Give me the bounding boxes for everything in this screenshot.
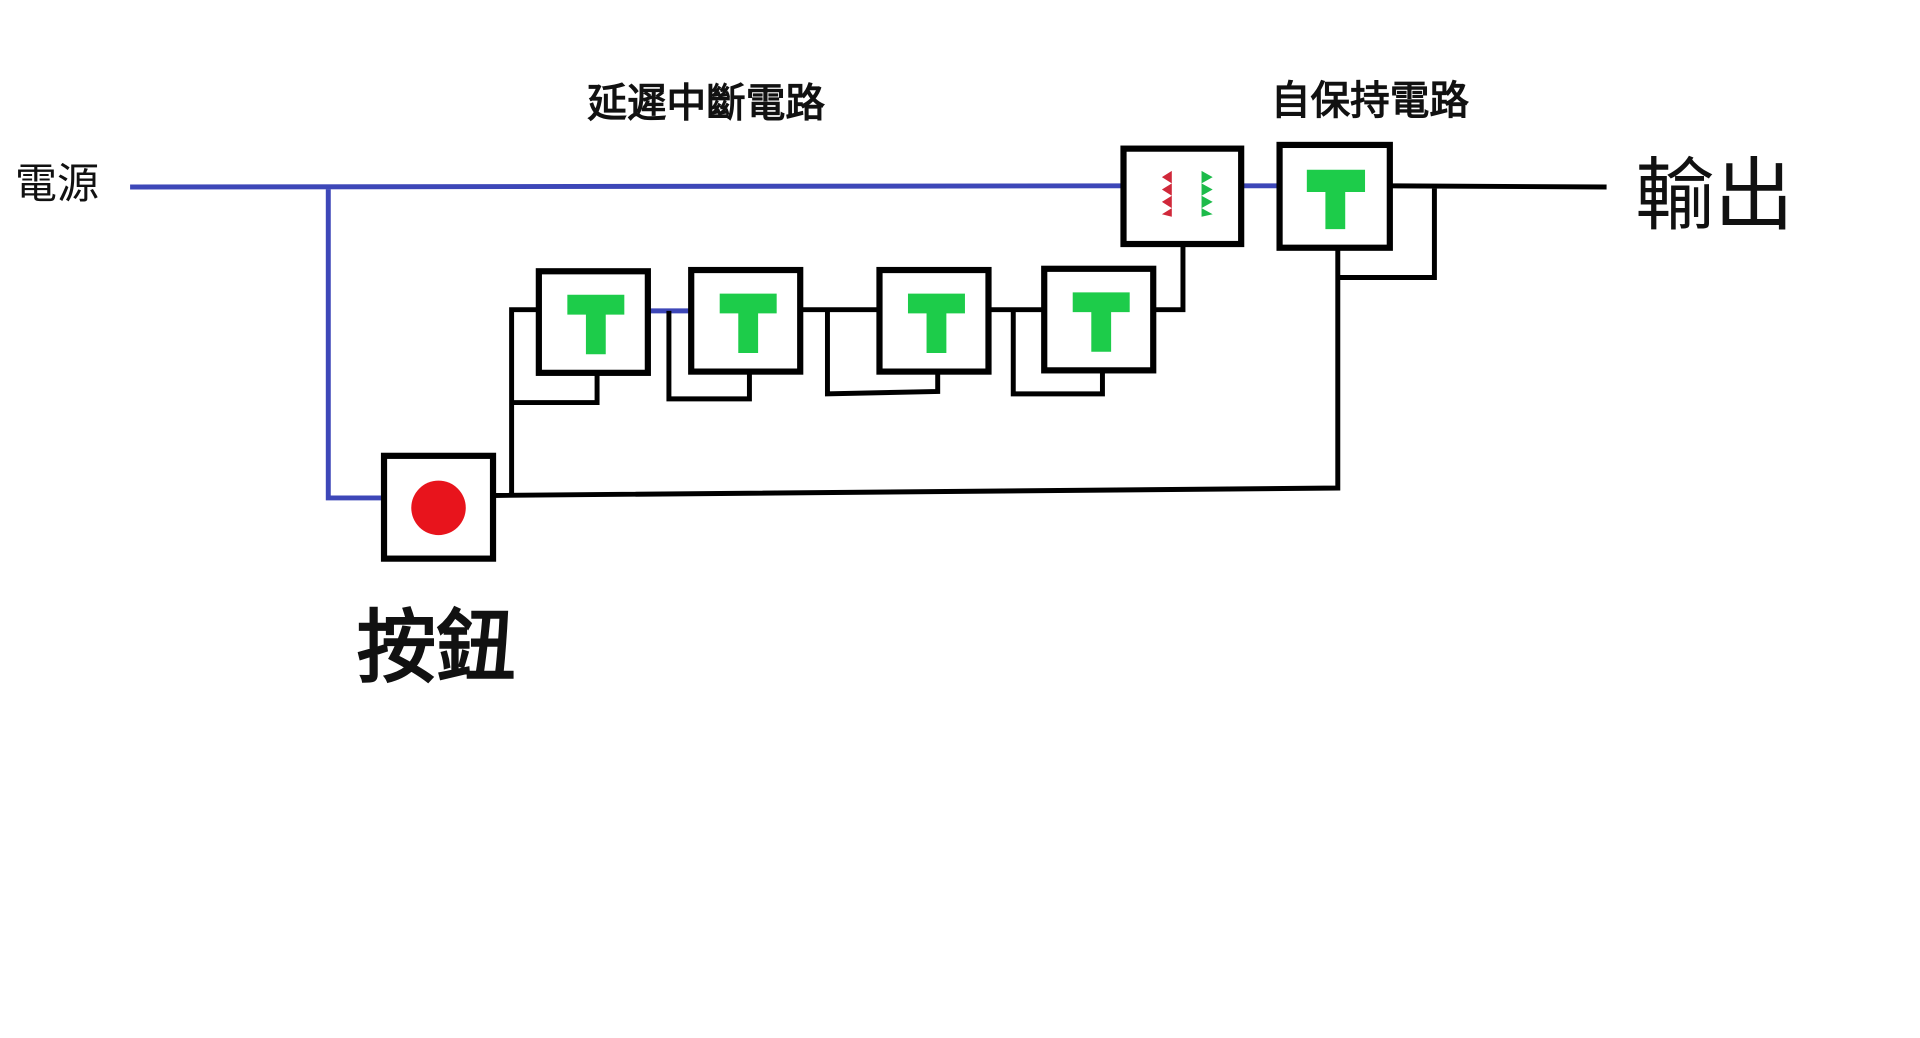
timer-hold [1276, 141, 1393, 251]
power-label: 電源 [15, 159, 99, 208]
timer-4 [1041, 265, 1157, 374]
self-hold-circuit-label: 自保持電路 [1271, 78, 1469, 124]
signal-wires [493, 183, 1607, 498]
relay [1120, 145, 1245, 248]
output-label: 輸出 [1635, 149, 1794, 242]
timer-1 [535, 268, 651, 376]
relay-right-zigzag-icon [1201, 170, 1213, 217]
power-wire [130, 183, 1280, 501]
t-icon [567, 294, 625, 355]
button-label: 按鈕 [357, 601, 516, 694]
delay-circuit-label: 延遲中斷電路 [587, 80, 825, 126]
red-button-icon [411, 480, 466, 536]
t-icon [719, 293, 777, 354]
t-icon [907, 293, 965, 354]
relay-left-zigzag-icon [1161, 170, 1172, 217]
t-icon [1306, 169, 1366, 230]
timer-3 [876, 266, 992, 375]
t-icon [1072, 292, 1130, 352]
timer-2 [688, 266, 804, 375]
push-button[interactable] [380, 452, 497, 562]
